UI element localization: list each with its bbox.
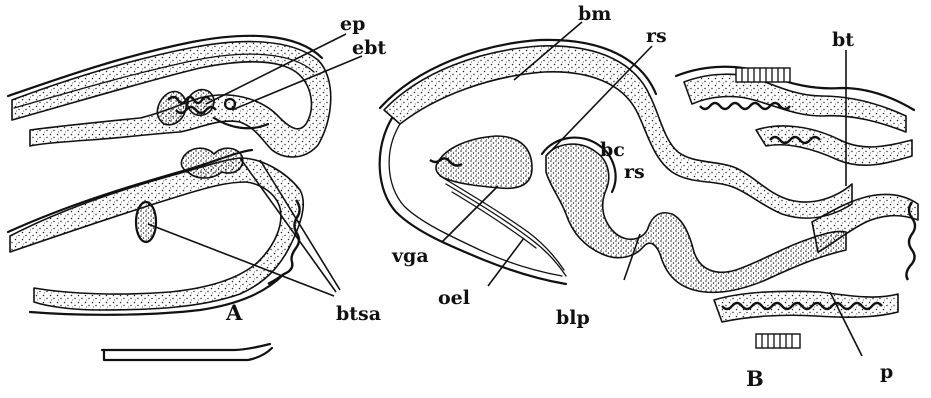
panel-a-section	[8, 36, 331, 315]
label-blp: blp	[556, 307, 590, 329]
label-ep: ep	[340, 13, 365, 35]
panel-b-hatch-bottom	[756, 334, 800, 348]
scale-bar	[102, 344, 272, 360]
label-bc: bc	[600, 139, 625, 161]
panel-b-middle-right-lamella	[756, 126, 912, 165]
label-btsa: btsa	[336, 303, 381, 325]
panel-label-a: A	[225, 300, 243, 325]
panel-a-lower-wall	[10, 158, 303, 310]
label-bm: bm	[578, 3, 611, 25]
label-vga: vga	[391, 245, 429, 267]
label-rs: rs	[646, 25, 667, 47]
label-rs-inner: rs	[624, 161, 645, 183]
label-oel: oel	[438, 287, 470, 309]
panel-b-hatch-top	[736, 68, 790, 82]
label-ebt: ebt	[352, 37, 386, 59]
panel-label-b: B	[746, 366, 764, 391]
label-p: p	[880, 361, 893, 383]
label-bt: bt	[832, 29, 854, 51]
